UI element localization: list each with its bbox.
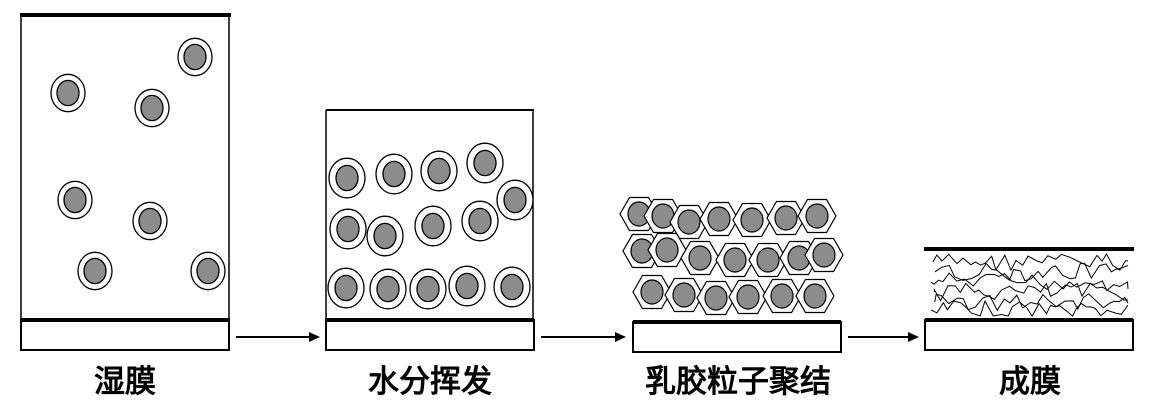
substrate xyxy=(632,321,842,353)
arrow-right-icon xyxy=(848,332,919,342)
latex-particle xyxy=(134,88,170,128)
latex-particle xyxy=(466,142,504,184)
polymer-chain xyxy=(932,253,1128,272)
coalescing-particle xyxy=(762,278,802,314)
polymer-chain xyxy=(933,282,1129,302)
coalescing-particle xyxy=(732,202,772,238)
coalescing-particle xyxy=(699,201,739,237)
stage-water-evaporation xyxy=(325,109,535,351)
substrate xyxy=(924,319,1134,351)
latex-particle xyxy=(496,179,534,221)
latex-particle xyxy=(366,215,404,257)
latex-particle xyxy=(369,268,407,310)
coalescing-particle xyxy=(797,198,837,234)
arrow-right-icon xyxy=(541,332,626,342)
coalescing-particle xyxy=(715,242,755,278)
coalescing-particle xyxy=(766,200,806,236)
stage-particle-coalescence xyxy=(619,196,844,353)
latex-particle xyxy=(57,180,93,220)
stage-label-film-formation: 成膜 xyxy=(999,364,1061,400)
coalescing-particle xyxy=(748,242,788,278)
arrow-right-icon xyxy=(236,332,320,342)
latex-particle xyxy=(77,251,113,291)
stage-wet-film xyxy=(20,13,231,351)
polymer-chain xyxy=(930,272,1129,292)
coalescing-particle xyxy=(728,279,768,315)
latex-particle xyxy=(414,205,452,247)
polymer-chain xyxy=(931,299,1129,317)
latex-particle xyxy=(493,266,531,308)
polymer-chains xyxy=(930,253,1129,317)
latex-particle xyxy=(328,157,366,199)
polymer-chain xyxy=(934,293,1129,312)
latex-particle xyxy=(409,268,447,310)
stage-label-wet-film: 湿膜 xyxy=(94,364,156,400)
particle-group xyxy=(50,37,226,291)
coalescing-particle xyxy=(795,278,835,314)
stage-label-water-evaporation: 水分挥发 xyxy=(368,364,492,400)
latex-particle xyxy=(327,267,365,309)
latex-particle xyxy=(177,37,213,77)
latex-particle xyxy=(329,208,367,250)
coalescing-particle xyxy=(647,232,687,268)
particle-group xyxy=(619,196,844,316)
stage-film-formation xyxy=(924,247,1134,351)
coalescing-particle xyxy=(669,204,709,240)
substrate xyxy=(20,319,230,351)
substrate xyxy=(325,319,535,351)
coalescing-particle xyxy=(632,274,672,310)
latex-particle xyxy=(461,200,499,242)
latex-particle xyxy=(420,150,458,192)
coalescing-particle xyxy=(804,237,844,273)
coalescing-particle xyxy=(664,277,704,313)
latex-particle xyxy=(375,153,413,195)
coalescing-particle xyxy=(680,240,720,276)
stage-label-particle-coalescence: 乳胶粒子聚结 xyxy=(645,364,831,400)
latex-particle xyxy=(448,265,486,307)
latex-particle xyxy=(132,201,168,241)
polymer-chain xyxy=(934,262,1129,282)
latex-particle xyxy=(190,251,226,291)
latex-particle xyxy=(50,73,86,113)
particle-group xyxy=(327,142,534,310)
coalescing-particle xyxy=(696,280,736,316)
